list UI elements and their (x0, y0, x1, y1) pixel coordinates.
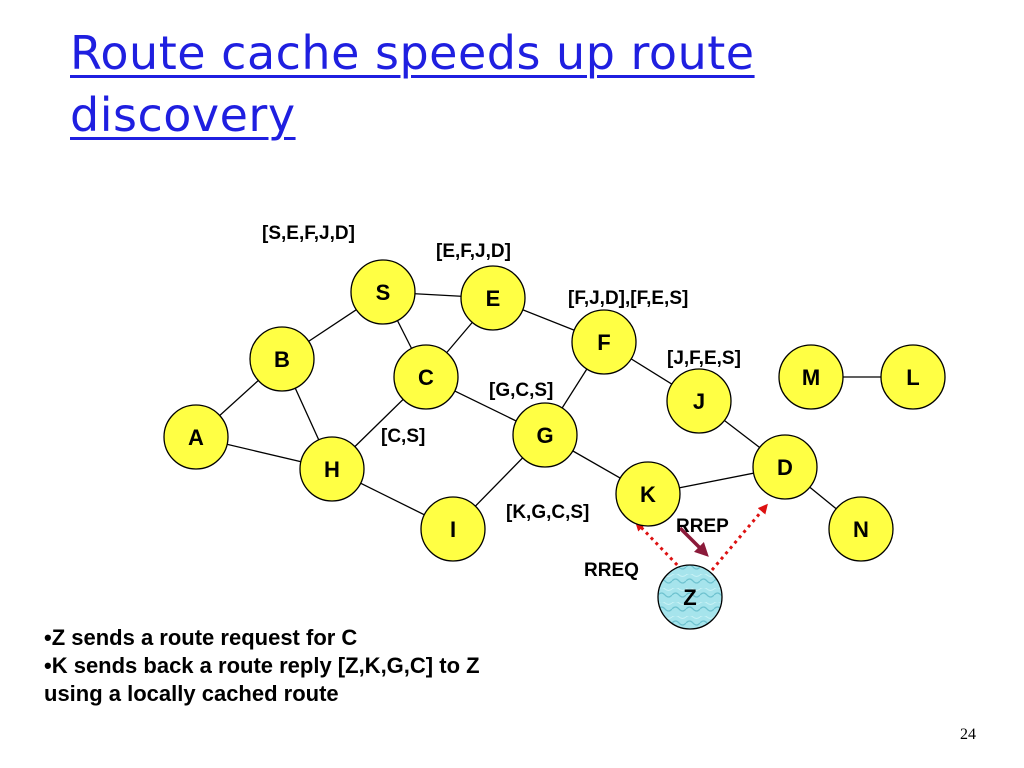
node-m-label: M (802, 365, 820, 390)
node-i (420, 496, 486, 562)
node-n (828, 496, 894, 562)
node-d-label: D (777, 455, 793, 480)
node-j-label: J (693, 389, 705, 414)
bullet-item: •K sends back a route reply [Z,K,G,C] to… (44, 653, 480, 678)
node-i-label: I (450, 517, 456, 542)
route-cache-g: [G,C,S] (489, 380, 553, 401)
node-z (657, 564, 723, 630)
node-f-label: F (597, 330, 610, 355)
route-cache-e: [E,F,J,D] (436, 241, 511, 262)
page-number: 24 (960, 726, 976, 743)
route-cache-c: [C,S] (381, 426, 425, 447)
node-g (512, 402, 578, 468)
bullet-list: •Z sends a route request for C •K sends … (44, 624, 664, 708)
node-e-label: E (486, 286, 501, 311)
node-k (615, 461, 681, 527)
node-z-label: Z (683, 585, 696, 610)
node-l (880, 344, 946, 410)
node-s-label: S (376, 280, 391, 305)
node-g-label: G (536, 423, 553, 448)
node-f (571, 309, 637, 375)
rrep-arrow (678, 526, 709, 557)
node-h-label: H (324, 457, 340, 482)
node-b-label: B (274, 347, 290, 372)
node-h (299, 436, 365, 502)
node-b (249, 326, 315, 392)
route-cache-j: [J,F,E,S] (667, 348, 741, 369)
bullet-item-continuation: using a locally cached route (44, 681, 339, 706)
route-cache-k: [K,G,C,S] (506, 502, 589, 523)
route-cache-s: [S,E,F,J,D] (262, 223, 355, 244)
node-e (460, 265, 526, 331)
message-arrows (634, 503, 768, 572)
rreq-label: RREQ (584, 560, 639, 581)
node-l-label: L (906, 365, 919, 390)
bullet-item: •Z sends a route request for C (44, 625, 358, 650)
node-a-label: A (188, 425, 204, 450)
node-k-label: K (640, 482, 656, 507)
node-d (752, 434, 818, 500)
node-n-label: N (853, 517, 869, 542)
node-c-label: C (418, 365, 434, 390)
node-c (393, 344, 459, 410)
node-s (350, 259, 416, 325)
node-a (163, 404, 229, 470)
slide-title: Route cache speeds up route discovery (70, 26, 755, 142)
node-m (778, 344, 844, 410)
node-j (666, 368, 732, 434)
nodes-group (163, 259, 946, 630)
rrep-label: RREP (676, 516, 729, 537)
route-cache-f: [F,J,D],[F,E,S] (568, 288, 688, 309)
